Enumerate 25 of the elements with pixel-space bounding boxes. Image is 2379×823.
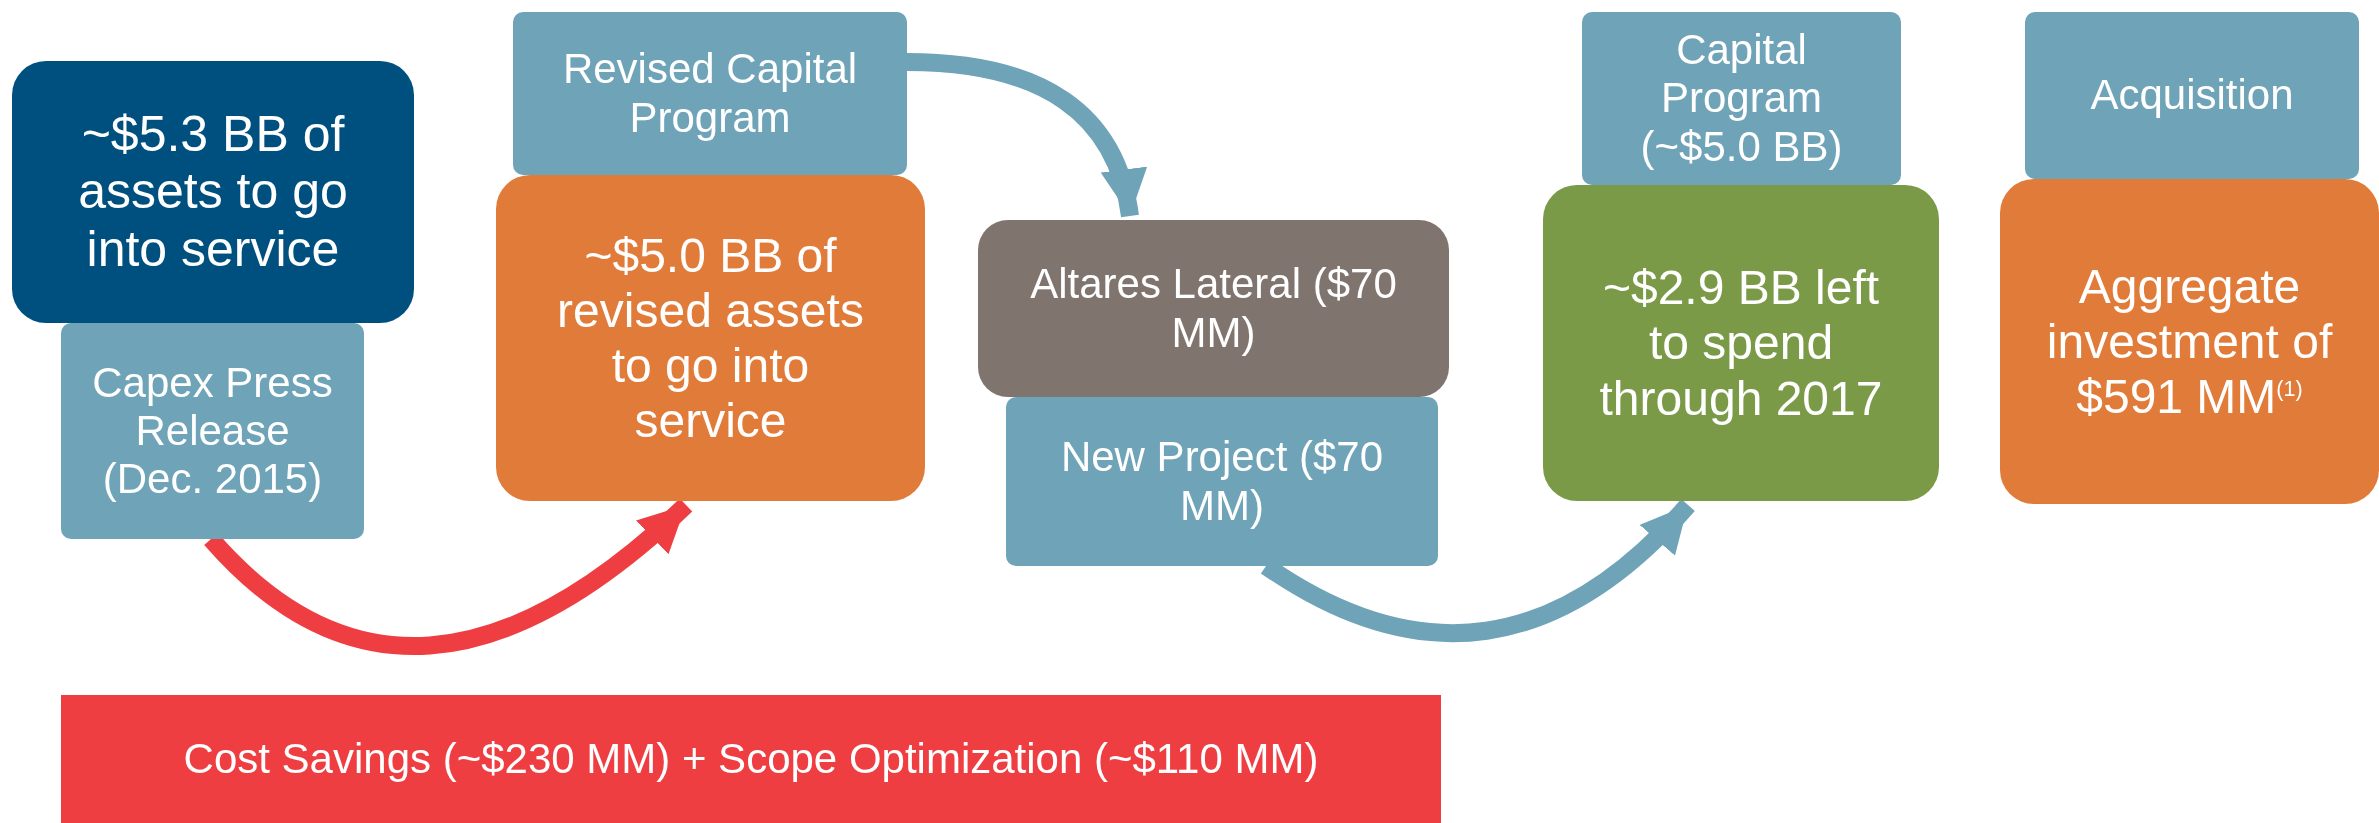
tab-box	[2025, 12, 2359, 179]
box-text: New Project ($70 MM)	[1059, 433, 1385, 530]
box-text: ~$5.3 BB of assets to go into service	[77, 105, 349, 279]
tab-box	[513, 12, 907, 175]
box-text: ~$2.9 BB left to spend through 2017	[1598, 260, 1884, 426]
rounded-box	[496, 175, 925, 501]
curved-arrow	[204, 498, 692, 655]
box-text: Capex Press Release (Dec. 2015)	[91, 358, 334, 504]
box-text: Cost Savings (~$230 MM) + Scope Optimization (~$110 MM)	[183, 734, 1319, 784]
box-text: Altares Lateral ($70 MM)	[1029, 260, 1398, 357]
box-text: Acquisition	[2090, 71, 2294, 120]
rounded-box	[1543, 185, 1939, 501]
tab-box	[61, 323, 364, 539]
tab-box	[1006, 397, 1438, 566]
banner	[61, 695, 1441, 823]
box-text: Aggregate investment of $591 MM$^{(1)}$	[2045, 258, 2334, 425]
box-text: Capital Program (~$5.0 BB)	[1639, 26, 1844, 171]
box-text: ~$5.0 BB of revised assets to go into service	[556, 227, 865, 449]
box-text: Revised Capital Program	[561, 45, 859, 142]
rounded-box	[2000, 179, 2379, 504]
rounded-box	[978, 220, 1449, 397]
rounded-box	[12, 61, 414, 323]
curved-arrow	[906, 53, 1145, 218]
tab-box	[1582, 12, 1901, 185]
curved-arrow	[1261, 498, 1695, 643]
